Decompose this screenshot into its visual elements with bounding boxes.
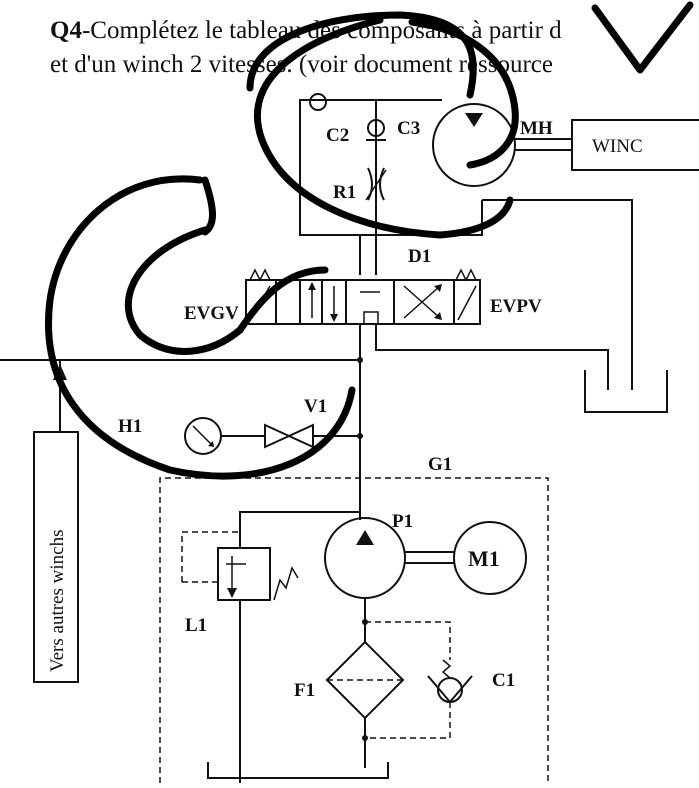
label-c2: C2: [326, 125, 349, 146]
label-evgv: EVGV: [184, 303, 239, 324]
label-p1: P1: [392, 511, 413, 532]
shutoff-valve-v1: [264, 423, 360, 449]
check-valve-c3: [366, 119, 386, 141]
label-c3: C3: [397, 118, 420, 139]
restrictor-r1: [365, 167, 387, 201]
hydraulic-motor-mh: [432, 103, 572, 187]
check-valve-c1: [365, 621, 473, 739]
label-winc: WINC: [592, 136, 643, 157]
label-c1: C1: [492, 670, 515, 691]
label-mh: MH: [520, 118, 553, 139]
power-unit-g1: [159, 477, 549, 783]
pressure-gauge-h1: [184, 417, 265, 455]
junction-1: [357, 357, 363, 363]
winch-box: [571, 119, 699, 171]
label-h1: H1: [118, 416, 142, 437]
label-g1: G1: [428, 454, 452, 475]
pump-p1: [324, 517, 455, 622]
label-v1: V1: [304, 396, 327, 417]
label-evpv: EVPV: [490, 296, 542, 317]
side-label: Vers autres winchs: [47, 530, 68, 672]
question-number: Q4: [50, 17, 82, 44]
return-line: [375, 324, 609, 390]
to-other-winches: [33, 360, 79, 683]
tank-lower: [207, 762, 389, 779]
filter-f1: [325, 619, 405, 768]
marker-annotations: [45, 1, 694, 480]
relief-valve-l1: [181, 511, 360, 783]
directional-valve: [245, 268, 481, 325]
electric-motor-m1: [453, 521, 527, 595]
motor-block-frame: [299, 99, 633, 390]
label-l1: L1: [185, 615, 207, 636]
check-valve-c2: [309, 93, 327, 111]
label-r1: R1: [333, 182, 356, 203]
label-m1: M1: [468, 546, 500, 571]
label-d1: D1: [408, 246, 431, 267]
label-f1: F1: [294, 680, 315, 701]
tank-upper: [584, 370, 668, 413]
